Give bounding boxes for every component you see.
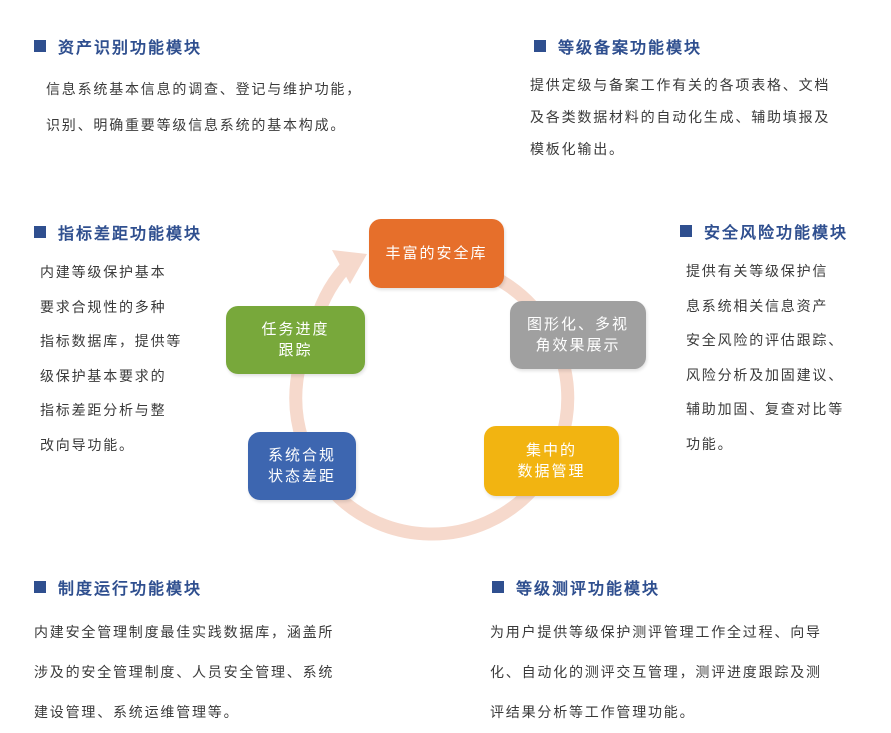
description-line: 提供定级与备案工作有关的各项表格、文档 bbox=[530, 78, 831, 94]
module-description: 内建安全管理制度最佳实践数据库，涵盖所 涉及的安全管理制度、人员安全管理、系统 … bbox=[34, 613, 334, 733]
title-square-icon bbox=[492, 581, 504, 593]
module-security-risk: 安全风险功能模块 提供有关等级保护信 息系统相关信息资产 安全风险的评估跟踪、 … bbox=[680, 219, 848, 462]
description-line: 信息系统基本信息的调查、登记与维护功能， bbox=[46, 82, 362, 98]
module-title: 资产识别功能模块 bbox=[58, 38, 203, 57]
description-line: 指标差距分析与整 bbox=[40, 403, 167, 419]
description-line: 风险分析及加固建议、 bbox=[686, 367, 844, 384]
node-label-line: 数据管理 bbox=[517, 462, 586, 480]
description-line: 为用户提供等级保护测评管理工作全过程、向导 bbox=[490, 625, 822, 641]
description-line: 安全风险的评估跟踪、 bbox=[686, 333, 844, 349]
node-label-line: 任务进度 bbox=[261, 320, 330, 338]
description-line: 识别、明确重要等级信息系统的基本构成。 bbox=[46, 118, 347, 134]
module-description: 为用户提供等级保护测评管理工作全过程、向导 化、自动化的测评交互管理，测评进度跟… bbox=[490, 613, 822, 733]
cycle-node-task-progress: 任务进度 跟踪 bbox=[226, 306, 365, 374]
description-line: 息系统相关信息资产 bbox=[686, 298, 829, 315]
node-label-line: 系统合规 bbox=[267, 446, 336, 464]
module-title: 安全风险功能模块 bbox=[704, 223, 849, 242]
description-line: 改向导功能。 bbox=[40, 437, 135, 454]
module-title: 指标差距功能模块 bbox=[58, 224, 203, 243]
module-policy-operation: 制度运行功能模块 内建安全管理制度最佳实践数据库，涵盖所 涉及的安全管理制度、人… bbox=[34, 575, 334, 733]
node-label-line: 状态差距 bbox=[267, 467, 336, 485]
title-square-icon bbox=[534, 40, 546, 52]
module-description: 内建等级保护基本 要求合规性的多种 指标数据库，提供等 级保护基本要求的 指标差… bbox=[40, 256, 202, 463]
node-label-line: 图形化、多视 bbox=[526, 315, 629, 333]
node-label-line: 跟踪 bbox=[278, 341, 313, 359]
module-description: 提供定级与备案工作有关的各项表格、文档 及各类数据材料的自动化生成、辅助填报及 … bbox=[530, 70, 830, 166]
title-square-icon bbox=[34, 581, 46, 593]
title-square-icon bbox=[680, 225, 692, 237]
node-label-line: 集中的 bbox=[525, 441, 577, 459]
title-square-icon bbox=[34, 40, 46, 52]
description-line: 评结果分析等工作管理功能。 bbox=[490, 705, 696, 721]
description-line: 化、自动化的测评交互管理，测评进度跟踪及测 bbox=[490, 665, 822, 681]
description-line: 指标数据库，提供等 bbox=[40, 334, 183, 350]
module-description: 信息系统基本信息的调查、登记与维护功能， 识别、明确重要等级信息系统的基本构成。 bbox=[46, 72, 362, 144]
description-line: 内建安全管理制度最佳实践数据库，涵盖所 bbox=[34, 625, 335, 641]
node-label-line: 角效果展示 bbox=[535, 336, 621, 354]
cycle-node-security-library: 丰富的安全库 bbox=[369, 219, 504, 288]
module-title: 等级测评功能模块 bbox=[516, 579, 661, 598]
cycle-node-compliance-gap: 系统合规 状态差距 bbox=[248, 432, 356, 500]
cycle-arrow-head bbox=[332, 250, 367, 284]
description-line: 建设管理、系统运维管理等。 bbox=[34, 705, 240, 721]
cycle-node-graphical-display: 图形化、多视 角效果展示 bbox=[510, 301, 646, 369]
cycle-node-centralized-data: 集中的 数据管理 bbox=[484, 426, 619, 496]
description-line: 模板化输出。 bbox=[530, 142, 625, 158]
description-line: 辅助加固、复查对比等 bbox=[686, 402, 844, 418]
module-level-assessment: 等级测评功能模块 为用户提供等级保护测评管理工作全过程、向导 化、自动化的测评交… bbox=[490, 575, 822, 733]
description-line: 及各类数据材料的自动化生成、辅助填报及 bbox=[530, 110, 831, 126]
description-line: 内建等级保护基本 bbox=[40, 265, 167, 281]
module-title: 等级备案功能模块 bbox=[558, 38, 703, 57]
module-asset-identification: 资产识别功能模块 信息系统基本信息的调查、登记与维护功能， 识别、明确重要等级信… bbox=[34, 34, 362, 144]
module-title: 制度运行功能模块 bbox=[58, 579, 203, 598]
title-square-icon bbox=[34, 226, 46, 238]
description-line: 涉及的安全管理制度、人员安全管理、系统 bbox=[34, 665, 335, 681]
description-line: 级保护基本要求的 bbox=[40, 368, 167, 385]
module-indicator-gap: 指标差距功能模块 内建等级保护基本 要求合规性的多种 指标数据库，提供等 级保护… bbox=[34, 220, 202, 463]
description-line: 提供有关等级保护信 bbox=[686, 264, 829, 280]
module-description: 提供有关等级保护信 息系统相关信息资产 安全风险的评估跟踪、 风险分析及加固建议… bbox=[686, 255, 848, 462]
description-line: 功能。 bbox=[686, 436, 734, 453]
node-label-line: 丰富的安全库 bbox=[385, 244, 488, 262]
module-level-filing: 等级备案功能模块 提供定级与备案工作有关的各项表格、文档 及各类数据材料的自动化… bbox=[530, 34, 830, 166]
description-line: 要求合规性的多种 bbox=[40, 299, 167, 316]
